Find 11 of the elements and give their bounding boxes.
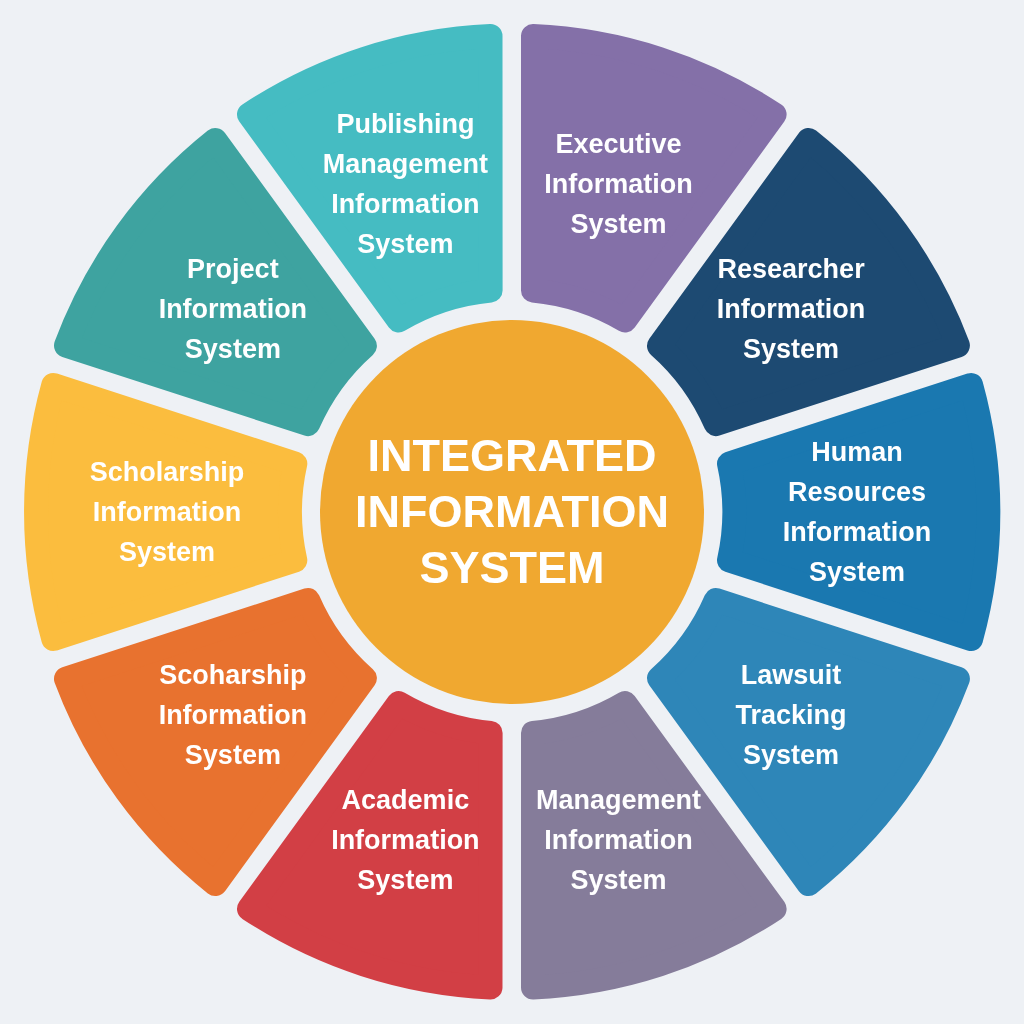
center-title: INTEGRATED INFORMATION SYSTEM bbox=[353, 429, 671, 595]
segment-label: Lawsuit Tracking System bbox=[734, 658, 848, 772]
segment-label: Researcher Information System bbox=[715, 253, 867, 367]
segment-label: Publishing Management Information System bbox=[321, 107, 489, 261]
segment-label: Academic Information System bbox=[330, 784, 481, 898]
segment-label: Scoharship Information System bbox=[157, 658, 309, 772]
segment-label: Project Information System bbox=[157, 253, 309, 367]
segment-label: Scholarship Information System bbox=[88, 456, 246, 569]
segment-label: Human Resources Information System bbox=[781, 436, 933, 589]
segment-label: Executive Information System bbox=[543, 127, 694, 241]
segment-label: Management Information System bbox=[535, 784, 703, 898]
